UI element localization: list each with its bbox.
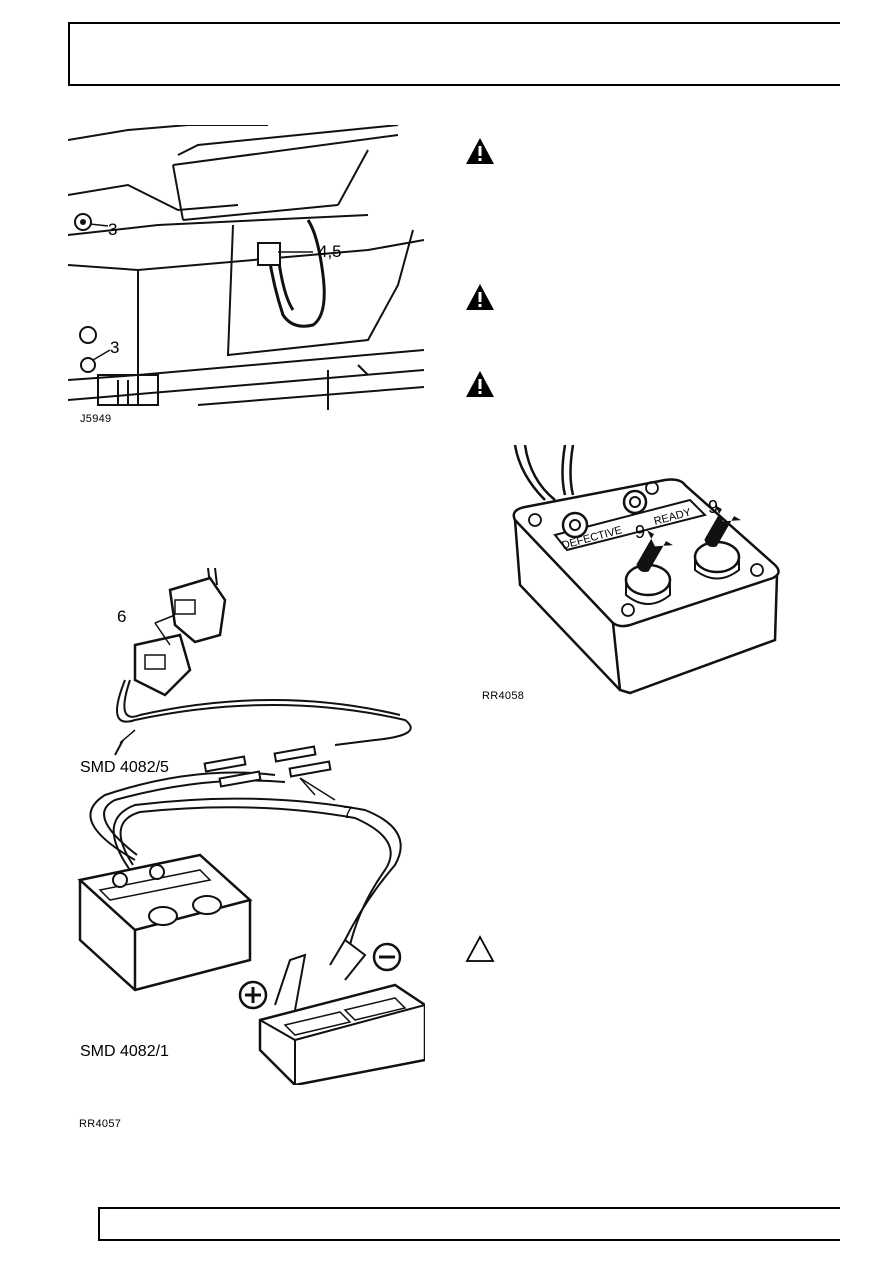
callout-4-5: 4,5 — [318, 242, 342, 261]
callout-3b: 3 — [110, 338, 119, 357]
figure-j5949-illustration: 3 4,5 3 — [68, 125, 424, 410]
warning-triangle-icon — [465, 283, 495, 311]
figure-rr4057-illustration: 6 SMD 4082/5 7 SMD 4082/1 — [77, 567, 425, 1085]
figure-rr4057: 6 SMD 4082/5 7 SMD 4082/1 — [75, 560, 425, 1085]
press-arrow-icon — [704, 505, 741, 548]
callout-7: 7 — [343, 803, 352, 822]
figure-rr4058: DEFECTIVE READY 9 9 — [505, 445, 790, 695]
callout-3a: 3 — [108, 220, 117, 239]
figure-j5949: 3 4,5 3 — [68, 125, 424, 410]
caution-triangle-icon — [465, 935, 495, 963]
callout-6: 6 — [117, 607, 126, 626]
press-arrow-icon — [636, 530, 673, 573]
figure-id-rr4057: RR4057 — [79, 1118, 122, 1130]
page-header-frame — [68, 22, 840, 86]
callout-smd-4082-5: SMD 4082/5 — [80, 759, 169, 776]
page-footer-frame — [98, 1207, 840, 1241]
callout-9a: 9 — [635, 522, 645, 542]
callout-9b: 9 — [708, 497, 718, 517]
warning-triangle-icon — [465, 137, 495, 165]
figure-id-rr4058: RR4058 — [482, 690, 525, 702]
figure-rr4058-illustration: DEFECTIVE READY 9 9 — [512, 445, 780, 695]
warning-triangle-icon — [465, 370, 495, 398]
figure-id-j5949: J5949 — [80, 413, 112, 425]
callout-smd-4082-1: SMD 4082/1 — [80, 1043, 169, 1060]
